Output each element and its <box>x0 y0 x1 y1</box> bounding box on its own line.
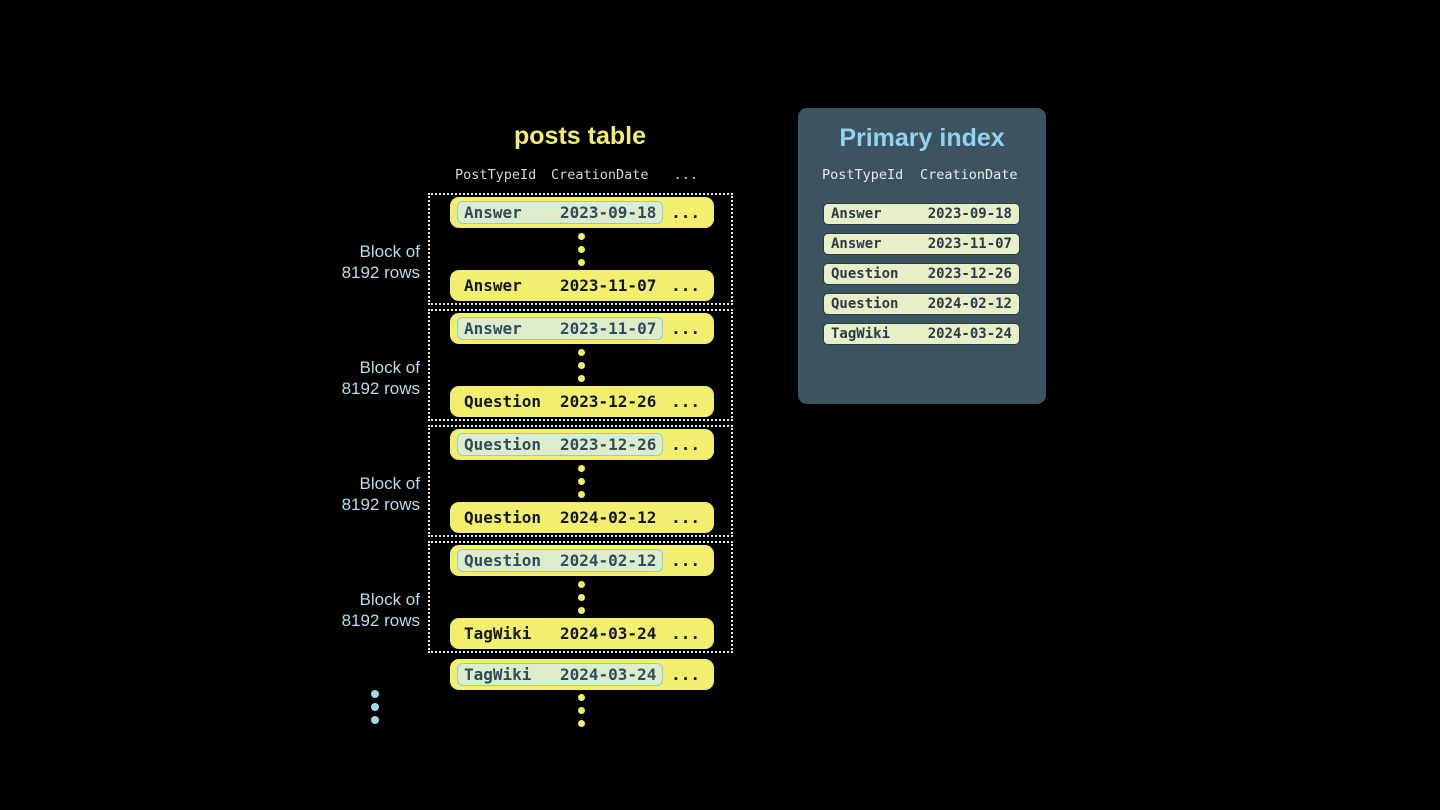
table-row: Answer 2023-11-07 ... <box>450 313 714 344</box>
column-header-creationdate: CreationDate <box>920 167 1018 183</box>
posts-table-title: posts table <box>514 122 646 150</box>
table-row: TagWiki 2024-03-24 ... <box>450 618 714 649</box>
row-posttypeid: Question <box>464 508 542 527</box>
index-posttypeid: TagWiki <box>831 326 891 342</box>
block-outline-1 <box>428 193 733 305</box>
row-posttypeid: Question <box>464 435 542 454</box>
table-row-overflow: TagWiki 2024-03-24 ... <box>450 659 714 690</box>
block-label-line: 8192 rows <box>341 263 420 282</box>
block-outline-4 <box>428 541 733 653</box>
primary-index-rows: Answer 2023-09-18 Answer 2023-11-07 Ques… <box>823 203 1020 345</box>
rows-ellipsis-dots <box>578 349 585 382</box>
table-row: Question 2023-12-26 ... <box>450 386 714 417</box>
table-row: Question 2023-12-26 ... <box>450 429 714 460</box>
primary-index-column-headers: PostTypeId CreationDate <box>822 167 1018 183</box>
row-posttypeid: Question <box>464 392 542 411</box>
index-posttypeid: Answer <box>831 236 882 252</box>
index-creationdate: 2023-12-26 <box>927 266 1012 282</box>
block-label-line: 8192 rows <box>341 495 420 514</box>
row-highlight: TagWiki 2024-03-24 <box>457 663 664 686</box>
block-outline-3 <box>428 425 733 537</box>
index-creationdate: 2023-09-18 <box>927 206 1012 222</box>
row-highlight: Answer 2023-11-07 <box>457 317 664 340</box>
row-creationdate: 2023-11-07 <box>560 319 657 338</box>
block-label-line: 8192 rows <box>341 379 420 398</box>
block-label-2: Block of 8192 rows <box>290 357 420 399</box>
row-cells: Question 2023-12-26 <box>457 390 663 413</box>
row-posttypeid: TagWiki <box>464 624 532 643</box>
index-posttypeid: Question <box>831 296 899 312</box>
row-creationdate: 2023-09-18 <box>560 203 657 222</box>
row-creationdate: 2023-12-26 <box>560 392 657 411</box>
more-rows-dots <box>578 694 585 727</box>
index-creationdate: 2023-11-07 <box>927 236 1012 252</box>
block-label-3: Block of 8192 rows <box>290 473 420 515</box>
block-label-line: Block of <box>359 358 420 377</box>
row-ellipsis: ... <box>671 392 700 411</box>
row-ellipsis: ... <box>671 319 700 338</box>
row-ellipsis: ... <box>671 551 700 570</box>
index-row: Answer 2023-09-18 <box>823 203 1020 225</box>
row-ellipsis: ... <box>671 203 700 222</box>
row-creationdate: 2024-03-24 <box>560 624 657 643</box>
row-ellipsis: ... <box>671 276 700 295</box>
rows-ellipsis-dots <box>578 233 585 266</box>
primary-index-title: Primary index <box>839 124 1005 152</box>
primary-index-panel: Primary index PostTypeId CreationDate An… <box>798 108 1046 404</box>
row-creationdate: 2024-02-12 <box>560 551 657 570</box>
row-posttypeid: Question <box>464 551 542 570</box>
column-header-posttypeid: PostTypeId <box>455 167 537 183</box>
index-row: TagWiki 2024-03-24 <box>823 323 1020 345</box>
row-creationdate: 2024-02-12 <box>560 508 657 527</box>
column-header-posttypeid: PostTypeId <box>822 167 904 183</box>
row-highlight: Question 2024-02-12 <box>457 549 664 572</box>
index-row: Question 2024-02-12 <box>823 293 1020 315</box>
table-row: Answer 2023-09-18 ... <box>450 197 714 228</box>
row-posttypeid: Answer <box>464 276 522 295</box>
row-posttypeid: Answer <box>464 203 522 222</box>
block-label-line: 8192 rows <box>341 611 420 630</box>
index-creationdate: 2024-03-24 <box>927 326 1012 342</box>
block-label-line: Block of <box>359 242 420 261</box>
rows-ellipsis-dots <box>578 465 585 498</box>
row-highlight: Answer 2023-09-18 <box>457 201 664 224</box>
row-ellipsis: ... <box>671 665 700 684</box>
row-ellipsis: ... <box>671 624 700 643</box>
row-ellipsis: ... <box>671 435 700 454</box>
block-label-1: Block of 8192 rows <box>290 241 420 283</box>
table-row: Question 2024-02-12 ... <box>450 502 714 533</box>
index-posttypeid: Answer <box>831 206 882 222</box>
block-outline-2 <box>428 309 733 421</box>
row-cells: Question 2024-02-12 <box>457 506 663 529</box>
posts-table-column-headers: PostTypeId CreationDate ... <box>450 167 714 183</box>
index-posttypeid: Question <box>831 266 899 282</box>
row-creationdate: 2023-12-26 <box>560 435 657 454</box>
row-highlight: Question 2023-12-26 <box>457 433 664 456</box>
row-creationdate: 2023-11-07 <box>560 276 657 295</box>
row-posttypeid: TagWiki <box>464 665 532 684</box>
rows-ellipsis-dots <box>578 581 585 614</box>
block-label-line: Block of <box>359 474 420 493</box>
column-header-creationdate: CreationDate <box>551 167 649 183</box>
column-header-ellipsis: ... <box>673 167 698 183</box>
block-label-4: Block of 8192 rows <box>290 589 420 631</box>
row-cells: Answer 2023-11-07 <box>457 274 663 297</box>
table-row: Answer 2023-11-07 ... <box>450 270 714 301</box>
row-cells: TagWiki 2024-03-24 <box>457 622 663 645</box>
index-row: Question 2023-12-26 <box>823 263 1020 285</box>
more-blocks-dots <box>371 690 379 724</box>
row-ellipsis: ... <box>671 508 700 527</box>
table-row: Question 2024-02-12 ... <box>450 545 714 576</box>
index-row: Answer 2023-11-07 <box>823 233 1020 255</box>
index-creationdate: 2024-02-12 <box>927 296 1012 312</box>
block-label-line: Block of <box>359 590 420 609</box>
row-posttypeid: Answer <box>464 319 522 338</box>
row-creationdate: 2024-03-24 <box>560 665 657 684</box>
